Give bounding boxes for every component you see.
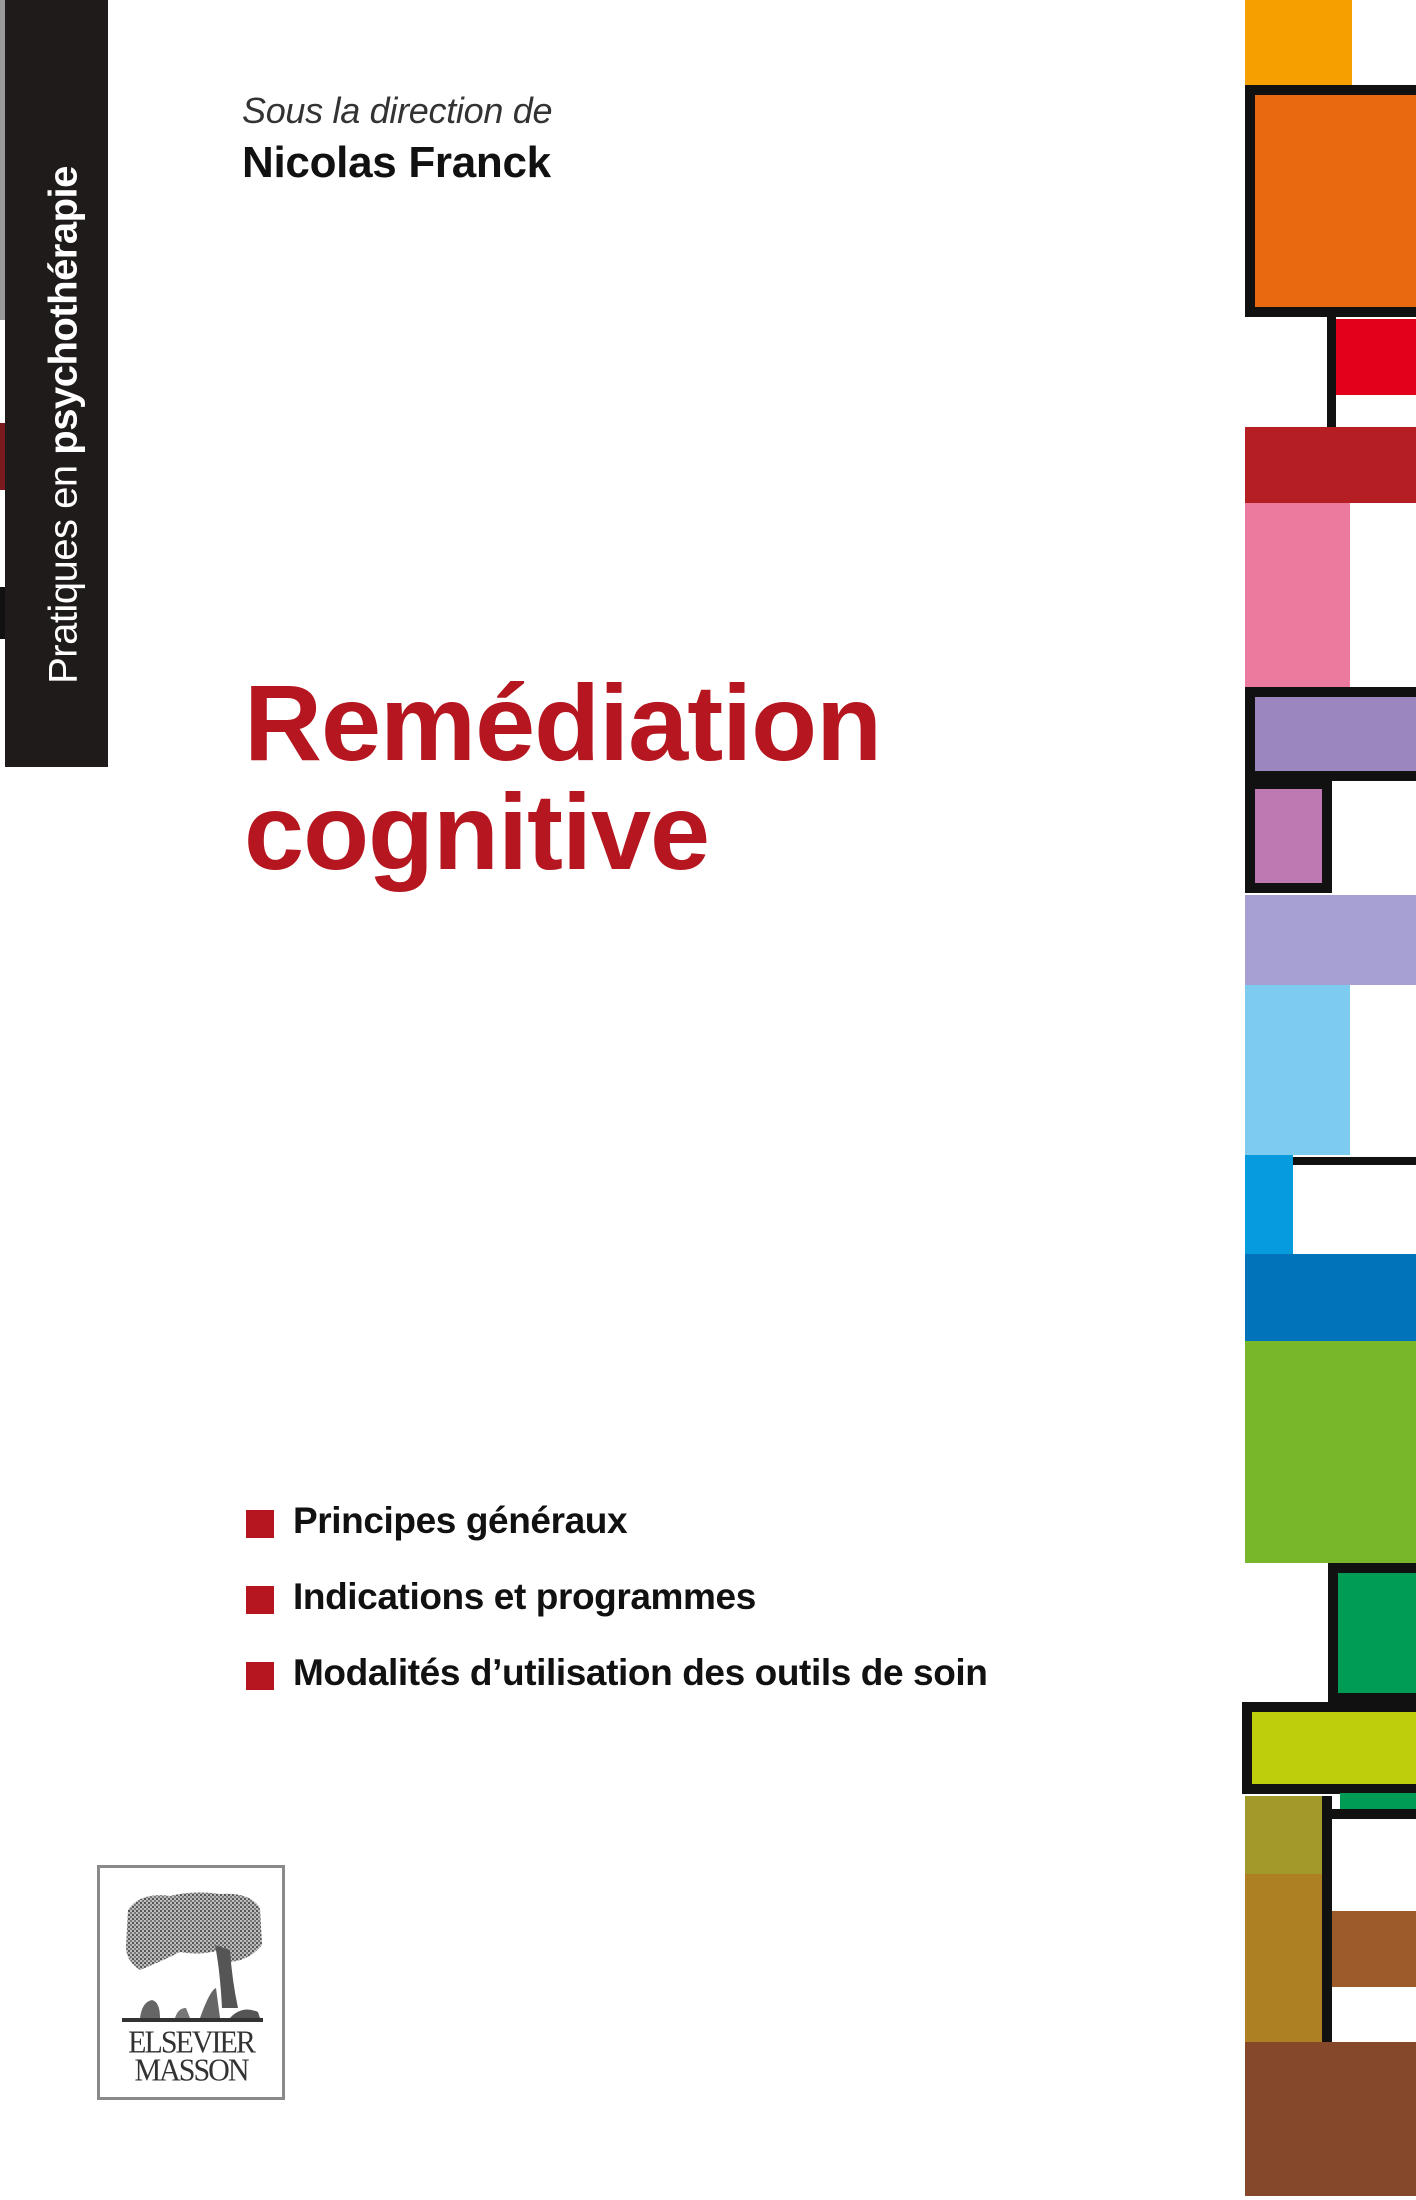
mosaic-block-mauve xyxy=(1245,779,1332,893)
mosaic-block-bright-blue xyxy=(1245,1155,1293,1255)
mosaic-block-orange xyxy=(1245,85,1416,317)
page-edge-strip xyxy=(0,0,5,320)
tree-icon xyxy=(122,1892,263,2022)
series-name: Pratiques en psychothérapie xyxy=(42,166,87,684)
title-line-2: cognitive xyxy=(244,771,710,892)
mosaic-block-amber xyxy=(1245,0,1352,85)
red-square-bullet-icon xyxy=(246,1586,274,1614)
series-name-bold: psychothérapie xyxy=(41,166,86,455)
topic-item: Modalités d’utilisation des outils de so… xyxy=(246,1648,988,1724)
mosaic-block-dark-green xyxy=(1328,1563,1416,1703)
publisher-name-line-1: ELSEVIER xyxy=(128,2025,256,2060)
mosaic-block-dark-red xyxy=(1245,427,1416,503)
topic-label: Principes généraux xyxy=(293,1500,628,1541)
mosaic-block-purple xyxy=(1245,687,1416,781)
publisher-logo: ELSEVIER MASSON xyxy=(97,1865,285,2100)
topic-label: Indications et programmes xyxy=(293,1576,756,1617)
mosaic-block-red xyxy=(1336,319,1416,395)
mosaic-block-lime xyxy=(1242,1702,1416,1794)
topic-label: Modalités d’utilisation des outils de so… xyxy=(293,1652,988,1693)
mosaic-divider-black xyxy=(1327,317,1336,427)
publisher-name-line-2: MASSON xyxy=(134,2053,249,2088)
mosaic-divider-black-2 xyxy=(1322,1796,1332,2042)
mosaic-block-light-blue xyxy=(1245,985,1350,1155)
topic-list: Principes généraux Indications et progra… xyxy=(246,1496,988,1724)
mosaic-block-pink xyxy=(1245,503,1350,689)
red-square-bullet-icon xyxy=(246,1662,274,1690)
mosaic-block-brown xyxy=(1332,1911,1416,1987)
editor-label: Sous la direction de xyxy=(242,90,553,131)
mosaic-strip-green xyxy=(1340,1793,1416,1809)
topic-item: Principes généraux xyxy=(246,1496,988,1572)
mosaic-block-gold xyxy=(1245,1874,1322,2042)
title-line-1: Remédiation xyxy=(244,662,882,783)
mosaic-block-olive xyxy=(1245,1796,1322,1874)
red-square-bullet-icon xyxy=(246,1510,274,1538)
mosaic-block-green xyxy=(1245,1341,1416,1563)
mosaic-block-dark-brown xyxy=(1245,2042,1416,2196)
page-edge-black-mark xyxy=(0,587,5,639)
mosaic-line-black-2 xyxy=(1322,1809,1416,1819)
editor-name: Nicolas Franck xyxy=(242,138,551,187)
series-band xyxy=(5,0,108,767)
book-title: Remédiation cognitive xyxy=(244,662,882,892)
topic-item: Indications et programmes xyxy=(246,1572,988,1648)
mosaic-block-lavender xyxy=(1245,895,1416,985)
page-edge-red-mark xyxy=(0,423,6,490)
mosaic-line-black xyxy=(1293,1157,1416,1165)
mosaic-block-dark-blue xyxy=(1245,1254,1416,1341)
series-name-regular: Pratiques en xyxy=(41,454,86,684)
